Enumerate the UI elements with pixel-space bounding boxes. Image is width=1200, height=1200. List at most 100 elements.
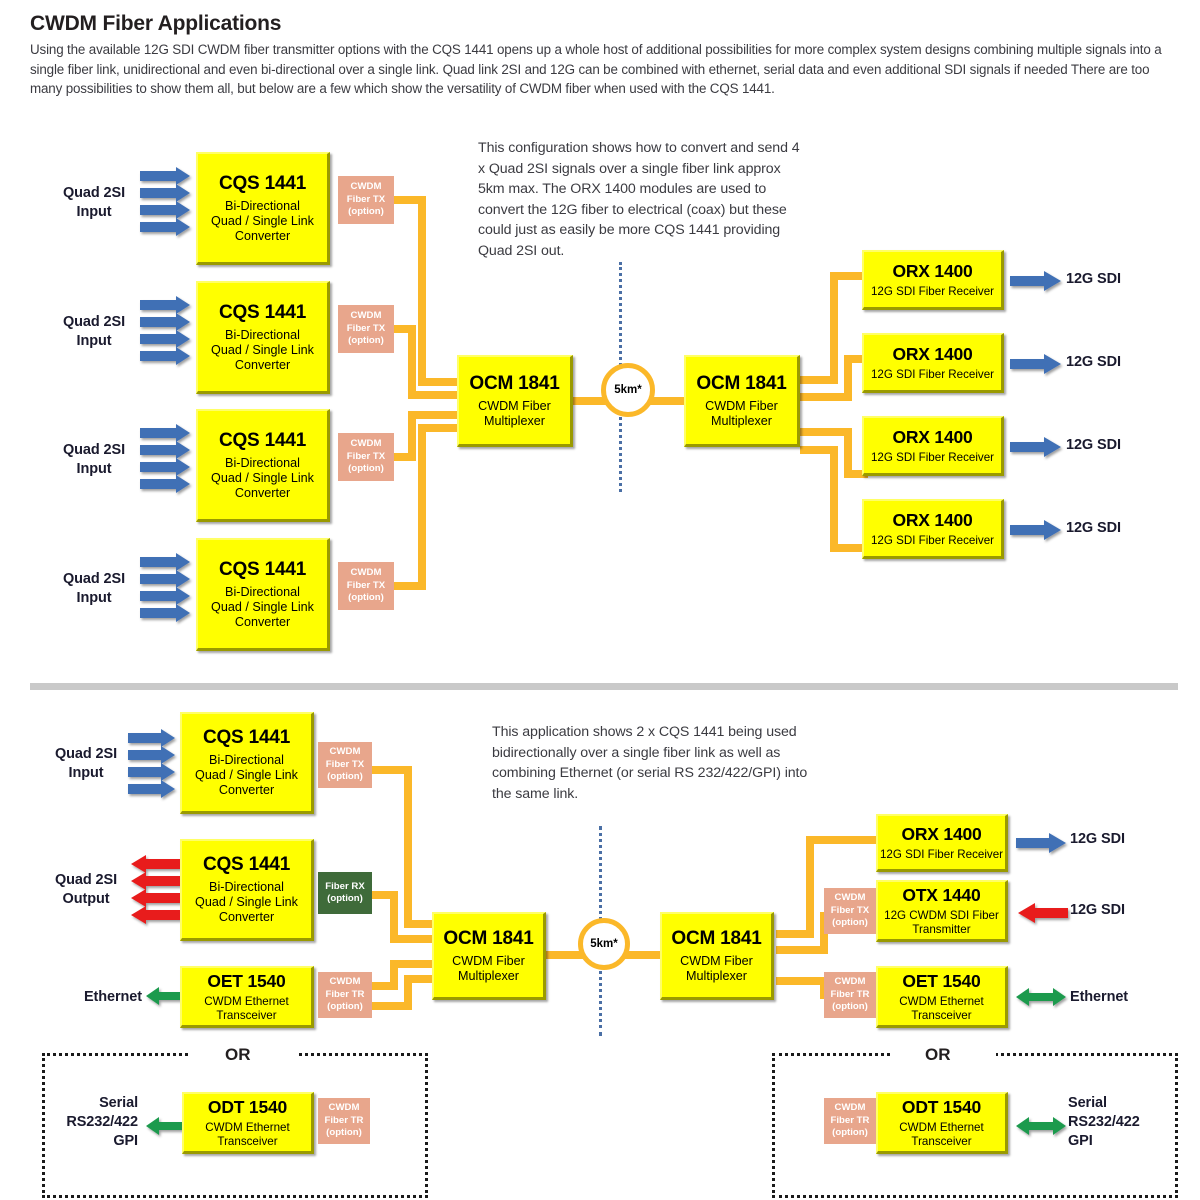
device-title: CQS 1441 (218, 429, 307, 451)
fiber-wire-3a (394, 453, 416, 461)
fiber-wire-5c (830, 272, 868, 280)
device-odt1540-right[interactable]: ODT 1540 CWDM Ethernet Transceiver (876, 1092, 1008, 1154)
or-word-right: OR (925, 1045, 951, 1064)
device-subtitle: 12G SDI Fiber Receiver (870, 533, 995, 547)
device-orx1400-2[interactable]: ORX 1400 12G SDI Fiber Receiver (862, 333, 1004, 393)
input-label-2: Quad 2SI Input (62, 314, 126, 349)
device-orx1400-d2[interactable]: ORX 1400 12G SDI Fiber Receiver (876, 814, 1008, 872)
device-title: OCM 1841 (469, 372, 560, 394)
fiber-wire-7c (844, 470, 868, 478)
fiber-wire-d2-4b (404, 975, 412, 1010)
device-ocm1841-right-1[interactable]: OCM 1841 CWDM Fiber Multiplexer (684, 355, 800, 447)
device-title: OTX 1440 (902, 884, 981, 905)
fiber-wire-d2-6a (776, 946, 828, 954)
device-title: CQS 1441 (202, 727, 291, 748)
diagram1-annotation: This configuration shows how to convert … (478, 140, 800, 259)
distance-marker-1: 5km* (601, 363, 655, 417)
option-tab-cwdm-fiber-tx-4[interactable]: CWDM Fiber TX (option) (338, 562, 394, 610)
output-label-3: 12G SDI (1066, 437, 1121, 453)
fiber-wire-d2-3a (370, 982, 398, 990)
fiber-wire-d2-3c (390, 960, 436, 968)
option-tab-cwdm-fiber-tr-right[interactable]: CWDM Fiber TR (option) (824, 972, 876, 1018)
fiber-wire-2b (408, 325, 416, 399)
device-subtitle: CWDM Fiber Multiplexer (680, 953, 753, 983)
device-cqs1441-4[interactable]: CQS 1441 Bi-Directional Quad / Single Li… (196, 538, 330, 651)
ethernet-label-left: Ethernet (83, 989, 142, 1005)
device-subtitle: Bi-Directional Quad / Single Link Conver… (211, 455, 314, 500)
device-ocm1841-left-2[interactable]: OCM 1841 CWDM Fiber Multiplexer (432, 912, 546, 1000)
device-subtitle: Bi-Directional Quad / Single Link Conver… (195, 880, 298, 924)
option-tab-cwdm-fiber-tx-1[interactable]: CWDM Fiber TX (option) (338, 176, 394, 224)
fiber-wire-1a (394, 196, 426, 204)
quad2si-output-label: Quad 2SI Output (54, 872, 118, 907)
device-subtitle: 12G CWDM SDI Fiber Transmitter (884, 908, 999, 936)
fiber-wire-2c (408, 391, 463, 399)
device-cqs1441-3[interactable]: CQS 1441 Bi-Directional Quad / Single Li… (196, 409, 330, 522)
serial-arrow-right (1016, 1116, 1066, 1136)
device-orx1400-4[interactable]: ORX 1400 12G SDI Fiber Receiver (862, 499, 1004, 559)
distance-marker-2: 5km* (578, 918, 630, 970)
device-cqs1441-2[interactable]: CQS 1441 Bi-Directional Quad / Single Li… (196, 281, 330, 394)
fiber-wire-6a (800, 393, 852, 401)
fiber-wire-d2-1b (404, 766, 412, 928)
device-cqs1441-d2-output[interactable]: CQS 1441 Bi-Directional Quad / Single Li… (180, 839, 314, 941)
fiber-wire-5b (830, 272, 838, 384)
input-label-4: Quad 2SI Input (62, 571, 126, 606)
device-oet1540-left[interactable]: OET 1540 CWDM Ethernet Transceiver (180, 966, 314, 1028)
fiber-wire-d2-1c (404, 920, 436, 928)
device-title: ORX 1400 (892, 343, 973, 364)
device-subtitle: Bi-Directional Quad / Single Link Conver… (211, 584, 314, 629)
device-subtitle: CWDM Ethernet Transceiver (205, 1120, 290, 1148)
or-gap-mask-left (190, 1044, 296, 1064)
device-orx1400-1[interactable]: ORX 1400 12G SDI Fiber Receiver (862, 250, 1004, 310)
device-title: ODT 1540 (901, 1096, 982, 1117)
device-orx1400-3[interactable]: ORX 1400 12G SDI Fiber Receiver (862, 416, 1004, 476)
sdi-arrow-in (1016, 902, 1068, 923)
device-cqs1441-1[interactable]: CQS 1441 Bi-Directional Quad / Single Li… (196, 152, 330, 265)
fiber-wire-d2-5b (806, 836, 814, 938)
option-tab-cwdm-fiber-tr-odt-right[interactable]: CWDM Fiber TR (option) (824, 1098, 876, 1144)
option-tab-fiber-rx[interactable]: Fiber RX (option) (318, 872, 372, 914)
fiber-wire-d2-4c (404, 975, 436, 983)
device-cqs1441-d2-input[interactable]: CQS 1441 Bi-Directional Quad / Single Li… (180, 712, 314, 814)
output-arrows-d2 (123, 855, 181, 926)
option-tab-cwdm-fiber-tx-3[interactable]: CWDM Fiber TX (option) (338, 433, 394, 481)
device-odt1540-left[interactable]: ODT 1540 CWDM Ethernet Transceiver (182, 1092, 314, 1154)
input-arrows-4 (140, 553, 200, 626)
sdi-arrow-out (1016, 832, 1068, 853)
option-tab-cwdm-fiber-tr-left[interactable]: CWDM Fiber TR (option) (318, 972, 372, 1018)
device-title: OCM 1841 (671, 927, 762, 949)
input-label-3: Quad 2SI Input (62, 442, 126, 477)
fiber-wire-d2-1a (370, 766, 412, 774)
output-arrow-4 (1010, 519, 1064, 540)
input-arrows-1 (140, 167, 200, 240)
device-ocm1841-right-2[interactable]: OCM 1841 CWDM Fiber Multiplexer (660, 912, 774, 1000)
page-title: CWDM Fiber Applications (30, 12, 282, 35)
device-otx1440[interactable]: OTX 1440 12G CWDM SDI Fiber Transmitter (876, 880, 1008, 942)
fiber-wire-7a (800, 428, 852, 436)
or-gap-mask-right (890, 1044, 996, 1064)
device-subtitle: CWDM Ethernet Transceiver (204, 994, 289, 1022)
device-subtitle: CWDM Ethernet Transceiver (899, 994, 984, 1022)
option-tab-cwdm-fiber-tx-d2[interactable]: CWDM Fiber TX (option) (318, 742, 372, 788)
device-subtitle: Bi-Directional Quad / Single Link Conver… (211, 198, 314, 243)
device-subtitle: Bi-Directional Quad / Single Link Conver… (211, 327, 314, 372)
option-tab-cwdm-fiber-tx-2[interactable]: CWDM Fiber TX (option) (338, 305, 394, 353)
section-separator (30, 683, 1178, 690)
fiber-wire-8a (800, 446, 838, 454)
device-title: OCM 1841 (696, 372, 787, 394)
fiber-wire-1b (418, 196, 426, 386)
fiber-wire-3b (408, 411, 416, 461)
quad2si-input-label: Quad 2SI Input (54, 746, 118, 781)
device-oet1540-right[interactable]: OET 1540 CWDM Ethernet Transceiver (876, 966, 1008, 1028)
fiber-wire-4a (394, 582, 426, 590)
device-title: CQS 1441 (218, 172, 307, 194)
page-intro-paragraph: Using the available 12G SDI CWDM fiber t… (30, 42, 1162, 96)
device-title: ODT 1540 (207, 1096, 288, 1117)
option-tab-cwdm-fiber-tx-right[interactable]: CWDM Fiber TX (option) (824, 888, 876, 934)
device-ocm1841-left-1[interactable]: OCM 1841 CWDM Fiber Multiplexer (457, 355, 573, 447)
input-arrows-3 (140, 424, 200, 497)
option-tab-cwdm-fiber-tr-odt-left[interactable]: CWDM Fiber TR (option) (318, 1098, 370, 1144)
fiber-wire-d2-5c (806, 836, 878, 844)
